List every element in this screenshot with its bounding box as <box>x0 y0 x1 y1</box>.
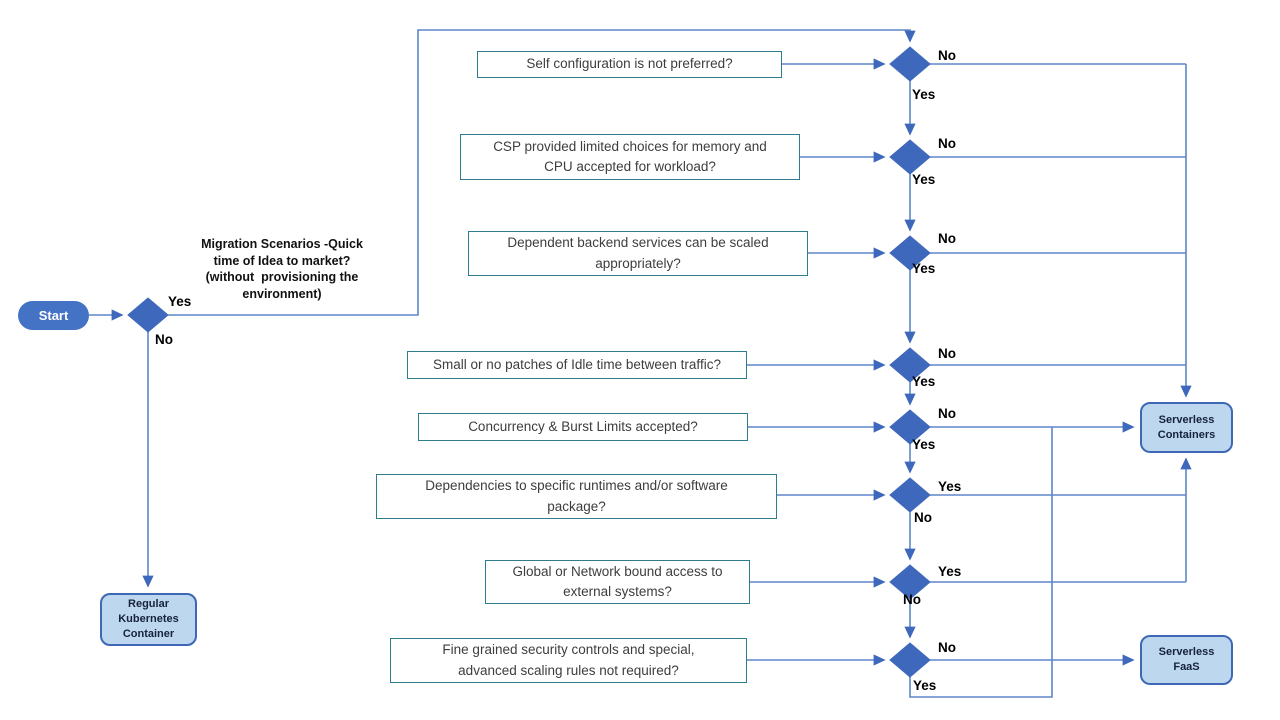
question-box-2: CSP provided limited choices for memory … <box>460 134 800 180</box>
connectors <box>89 29 1192 698</box>
question-box-3: Dependent backend services can be scaled… <box>468 231 808 276</box>
decision-diamond-2 <box>889 139 931 175</box>
start-node: Start <box>18 301 89 330</box>
q6-down-label: No <box>914 510 932 525</box>
question-box-6: Dependencies to specific runtimes and/or… <box>376 474 777 519</box>
q2-right-label: No <box>938 136 956 151</box>
terminal-regular-kubernetes-container: Regular Kubernetes Container <box>100 593 197 646</box>
q1-right-label: No <box>938 48 956 63</box>
question-box-4: Small or no patches of Idle time between… <box>407 351 747 379</box>
q3-right-label: No <box>938 231 956 246</box>
decision-diamond-5 <box>889 409 931 445</box>
q5-down-label: Yes <box>912 437 936 452</box>
terminal-serverless-faas: Serverless FaaS <box>1140 635 1233 685</box>
decision-diamond-7 <box>889 564 931 600</box>
question-box-7: Global or Network bound access to extern… <box>485 560 750 604</box>
q2-down-label: Yes <box>912 172 936 187</box>
start-yes-label: Yes <box>168 294 192 309</box>
q4-right-label: No <box>938 346 956 361</box>
q6-right-label: Yes <box>938 479 962 494</box>
q8-right-label: No <box>938 640 956 655</box>
q3-down-label: Yes <box>912 261 936 276</box>
question-box-5: Concurrency & Burst Limits accepted? <box>418 413 748 441</box>
root-question-label: Migration Scenarios -Quick time of Idea … <box>201 237 363 301</box>
q7-right-label: Yes <box>938 564 962 579</box>
decision-diamond-8 <box>889 642 931 678</box>
start-no-label: No <box>155 332 173 347</box>
terminal-serverless-containers: Serverless Containers <box>1140 402 1233 453</box>
decision-diamond-4 <box>889 347 931 383</box>
start-decision-diamond <box>127 297 169 333</box>
q1-down-label: Yes <box>912 87 936 102</box>
decision-diamond-6 <box>889 477 931 513</box>
q7-down-label: No <box>903 592 921 607</box>
decision-diamond-1 <box>889 46 931 82</box>
q5-right-label: No <box>938 406 956 421</box>
decision-nodes <box>127 46 931 678</box>
question-box-1: Self configuration is not preferred? <box>477 51 782 78</box>
decision-diamond-3 <box>889 235 931 271</box>
q8-down-label: Yes <box>913 678 937 693</box>
question-box-8: Fine grained security controls and speci… <box>390 638 747 683</box>
q4-down-label: Yes <box>912 374 936 389</box>
